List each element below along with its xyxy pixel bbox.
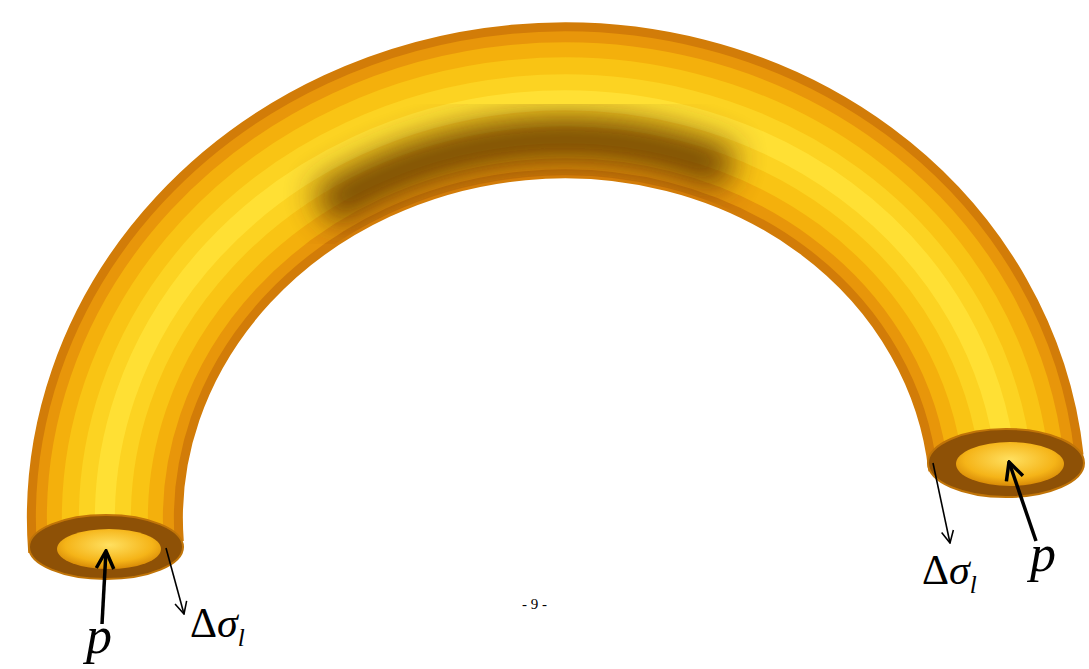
stress-arrow bbox=[933, 463, 950, 543]
pressure-label: p bbox=[86, 610, 112, 662]
stress-arrow bbox=[166, 548, 184, 614]
stress-label: Δσl bbox=[922, 549, 977, 597]
page-number: - 9 - bbox=[522, 597, 547, 612]
stress-label: Δσl bbox=[190, 602, 245, 650]
pressure-label: p bbox=[1030, 528, 1056, 580]
pipe-body bbox=[105, 100, 1006, 547]
leader-arrows bbox=[102, 462, 1036, 624]
pipe-end-right bbox=[928, 429, 1084, 497]
